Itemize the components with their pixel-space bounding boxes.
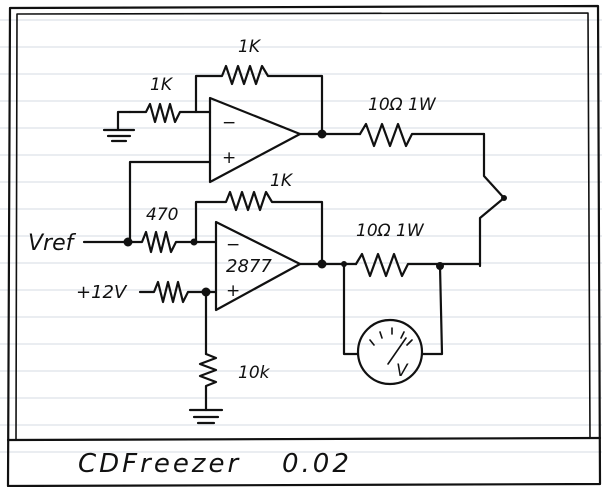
voltmeter — [356, 318, 424, 386]
opamp-top-minus: − — [222, 113, 236, 133]
label-r-input-bottom: 470 — [146, 205, 178, 225]
app-title: CDFreezer — [78, 449, 241, 479]
node-bottom-output — [317, 259, 327, 269]
label-r-feedback-top: 1K — [238, 37, 262, 57]
resistor-input-bottom — [128, 230, 218, 254]
resistor-input-top — [128, 102, 212, 124]
resistor-ground — [198, 352, 218, 412]
opamp-bottom-minus: − — [226, 235, 240, 255]
meter-wire-right — [420, 264, 444, 356]
ground-top — [102, 110, 136, 143]
label-chip: 2877 — [226, 256, 272, 277]
opamp-bottom — [214, 220, 302, 312]
ground-bottom — [188, 408, 224, 425]
app-version: 0.02 — [282, 449, 352, 479]
label-r-feedback-bottom: 1K — [270, 171, 294, 191]
node-load — [501, 195, 507, 201]
footer-divider — [6, 436, 602, 442]
node-vref — [123, 237, 133, 247]
label-r-ground: 10k — [238, 363, 271, 383]
feedback-wire-bottom — [194, 190, 324, 266]
opamp-top — [208, 96, 302, 184]
wire-top-plus — [128, 160, 212, 244]
resistor-series-bottom — [354, 252, 482, 278]
resistor-series-top — [358, 122, 486, 148]
label-r-input-top: 1K — [150, 75, 174, 95]
opamp-top-plus: + — [222, 148, 236, 168]
label-meter: V — [396, 361, 409, 381]
label-r-series-top: 10Ω 1W — [368, 95, 437, 115]
opamp-bottom-plus: + — [226, 281, 240, 301]
load-wire — [478, 132, 506, 268]
label-r-series-bottom: 10Ω 1W — [356, 221, 425, 241]
outer-border — [6, 4, 602, 487]
voltmeter-scale — [369, 327, 413, 365]
label-vref: Vref — [28, 231, 77, 256]
node-top-output — [317, 129, 327, 139]
meter-wire-left — [342, 262, 360, 356]
resistor-supply — [138, 280, 218, 304]
feedback-wire-top — [194, 64, 324, 136]
ruled-lines — [0, 19, 602, 453]
label-supply: +12V — [76, 282, 128, 303]
